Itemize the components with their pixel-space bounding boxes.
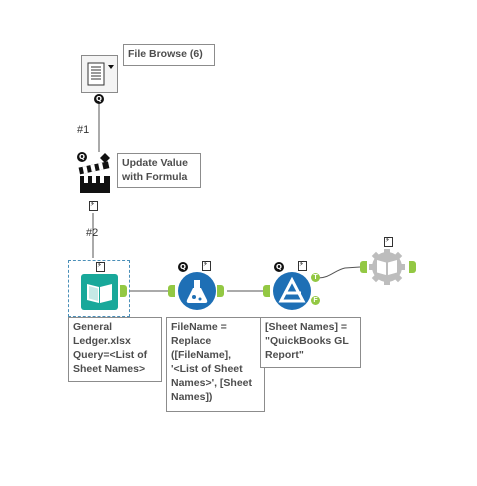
question-badge-icon: Q — [94, 94, 104, 104]
macro-output-tool[interactable] — [367, 248, 407, 286]
lightning-icon — [89, 200, 98, 211]
lightning-icon — [96, 261, 105, 272]
input-anchor[interactable] — [263, 285, 270, 297]
connection-label-2: #2 — [86, 227, 99, 239]
lightning-icon — [202, 260, 211, 271]
formula-tool[interactable] — [178, 272, 216, 310]
formula-annotation: FileName = Replace ([FileName], '<List o… — [166, 317, 265, 412]
lightning-icon — [384, 236, 393, 247]
file-browse-annotation: File Browse (6) — [123, 44, 215, 66]
book-icon — [87, 284, 112, 303]
output-anchor[interactable] — [217, 285, 224, 297]
output-anchor[interactable] — [120, 285, 127, 297]
input-anchor[interactable] — [168, 285, 175, 297]
filter-annotation: [Sheet Names] = "QuickBooks GL Report" — [260, 317, 361, 368]
clapperboard-icon — [78, 153, 110, 193]
connection-label-1: #1 — [77, 124, 90, 136]
lightning-icon — [298, 260, 307, 271]
false-anchor[interactable]: F — [311, 296, 320, 305]
question-badge-icon: Q — [77, 152, 87, 162]
update-value-tool[interactable] — [78, 152, 113, 194]
file-browse-icon — [87, 62, 114, 86]
input-annotation: General Ledger.xlsx Query=<List of Sheet… — [68, 317, 162, 382]
gear-book-icon — [369, 249, 405, 285]
true-anchor[interactable]: T — [311, 273, 320, 282]
output-anchor[interactable] — [409, 261, 416, 273]
input-anchor[interactable] — [360, 261, 367, 273]
flask-icon — [186, 280, 208, 303]
question-badge-icon: Q — [178, 262, 188, 272]
input-data-tool[interactable] — [81, 274, 118, 310]
filter-icon — [278, 276, 306, 303]
filter-tool[interactable] — [273, 272, 311, 310]
input-tool-selection[interactable] — [68, 260, 130, 317]
file-browse-tool[interactable] — [81, 55, 118, 93]
question-badge-icon: Q — [274, 262, 284, 272]
update-value-annotation: Update Value with Formula — [117, 153, 201, 188]
